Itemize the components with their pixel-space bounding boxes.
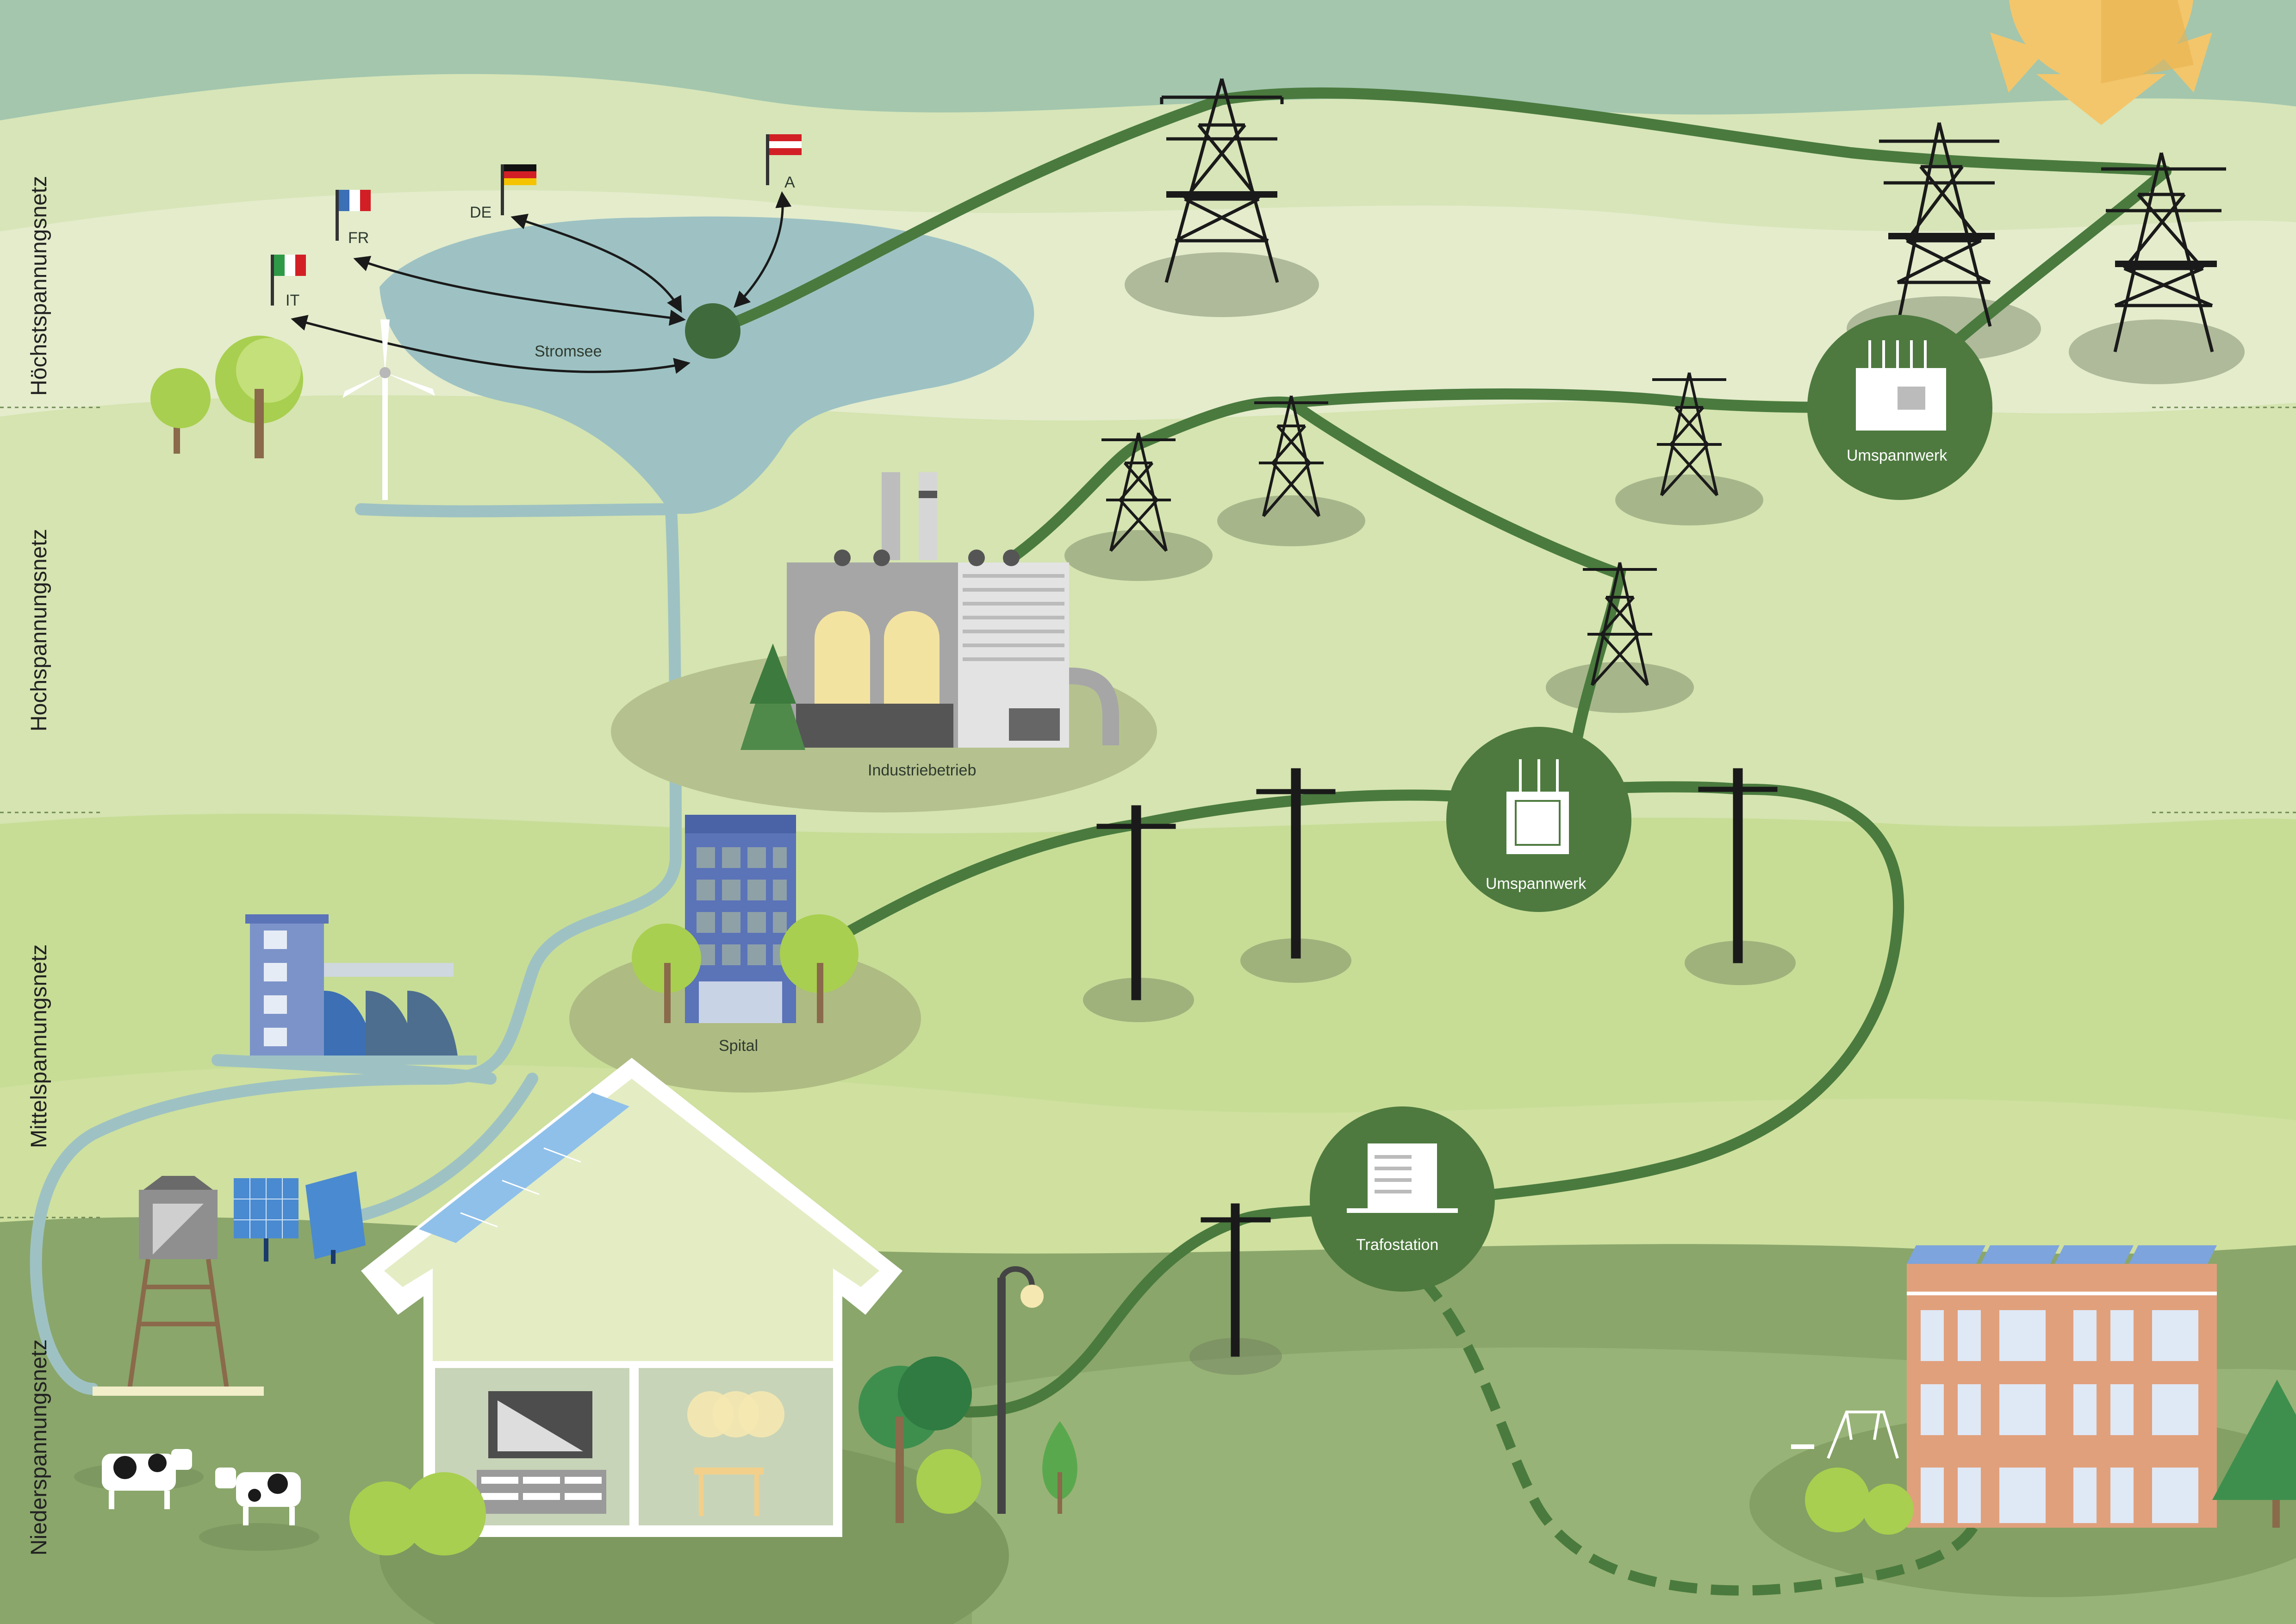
flag-it bbox=[271, 255, 306, 306]
transmission-tower-icon bbox=[2101, 152, 2226, 352]
transmission-tower-icon bbox=[1101, 432, 1176, 552]
flag-label-de: DE bbox=[470, 204, 492, 221]
utility-pole-icon bbox=[1201, 1203, 1271, 1357]
transmission-tower-icon bbox=[1652, 372, 1726, 497]
hospital-icon bbox=[632, 815, 859, 1023]
stromsee-hub bbox=[685, 303, 740, 359]
umspannwerk-station-2 bbox=[1446, 727, 1631, 912]
umspannwerk-label-1: Umspannwerk bbox=[1847, 447, 1948, 464]
exchange-arrows bbox=[291, 191, 792, 374]
utility-pole-icon bbox=[1096, 805, 1176, 1000]
utility-pole-icon bbox=[1698, 768, 1778, 963]
power-lines bbox=[707, 87, 2172, 1418]
flag-a bbox=[766, 134, 802, 185]
tree-icon bbox=[859, 1356, 1077, 1523]
transmission-tower-icon bbox=[1254, 395, 1328, 517]
lake-label: Stromsee bbox=[535, 343, 602, 360]
flag-de bbox=[501, 164, 536, 215]
industry-label: Industriebetrieb bbox=[868, 762, 976, 779]
flag-label-a: A bbox=[784, 174, 795, 191]
trafostation-label: Trafostation bbox=[1356, 1236, 1438, 1254]
flag-label-it: IT bbox=[286, 292, 299, 309]
hydro-plant-icon bbox=[218, 914, 477, 1065]
tree-icon bbox=[150, 336, 303, 458]
industrial-plant-icon bbox=[740, 472, 1119, 750]
trafostation-station bbox=[1310, 1106, 1495, 1292]
wind-turbine-icon bbox=[342, 319, 435, 500]
side-label-mittelspannungsnetz: Mittelspannungsnetz bbox=[27, 944, 51, 1148]
cow-icon bbox=[199, 1468, 319, 1551]
cow-icon bbox=[74, 1449, 204, 1509]
flag-label-fr: FR bbox=[348, 229, 369, 247]
apartment-building-icon bbox=[1791, 1245, 2296, 1535]
transmission-tower-icon bbox=[1879, 122, 1999, 327]
sun-icon bbox=[1990, 0, 2212, 125]
street-lamp-icon bbox=[997, 1266, 1044, 1514]
umspannwerk-label-2: Umspannwerk bbox=[1486, 875, 1587, 893]
side-label-niederspannungsnetz: Niederspannungsnetz bbox=[27, 1339, 51, 1555]
umspannwerk-station-1 bbox=[1807, 315, 1992, 500]
hospital-label: Spital bbox=[719, 1037, 758, 1055]
band-separators bbox=[0, 406, 2296, 1218]
solar-panel-icon bbox=[234, 1171, 366, 1264]
house-icon bbox=[349, 1058, 902, 1555]
transmission-tower-icon bbox=[1160, 78, 1284, 283]
water-tower-icon bbox=[93, 1176, 264, 1396]
utility-pole-icon bbox=[1256, 768, 1336, 959]
underground-cable bbox=[1417, 1274, 1986, 1596]
side-label-hochspannungsnetz: Hochspannungsnetz bbox=[27, 529, 51, 731]
flag-fr bbox=[336, 190, 371, 241]
side-label-hoechstspannungsnetz: Höchstspannungsnetz bbox=[27, 176, 51, 396]
transmission-tower-icon bbox=[1583, 562, 1657, 687]
